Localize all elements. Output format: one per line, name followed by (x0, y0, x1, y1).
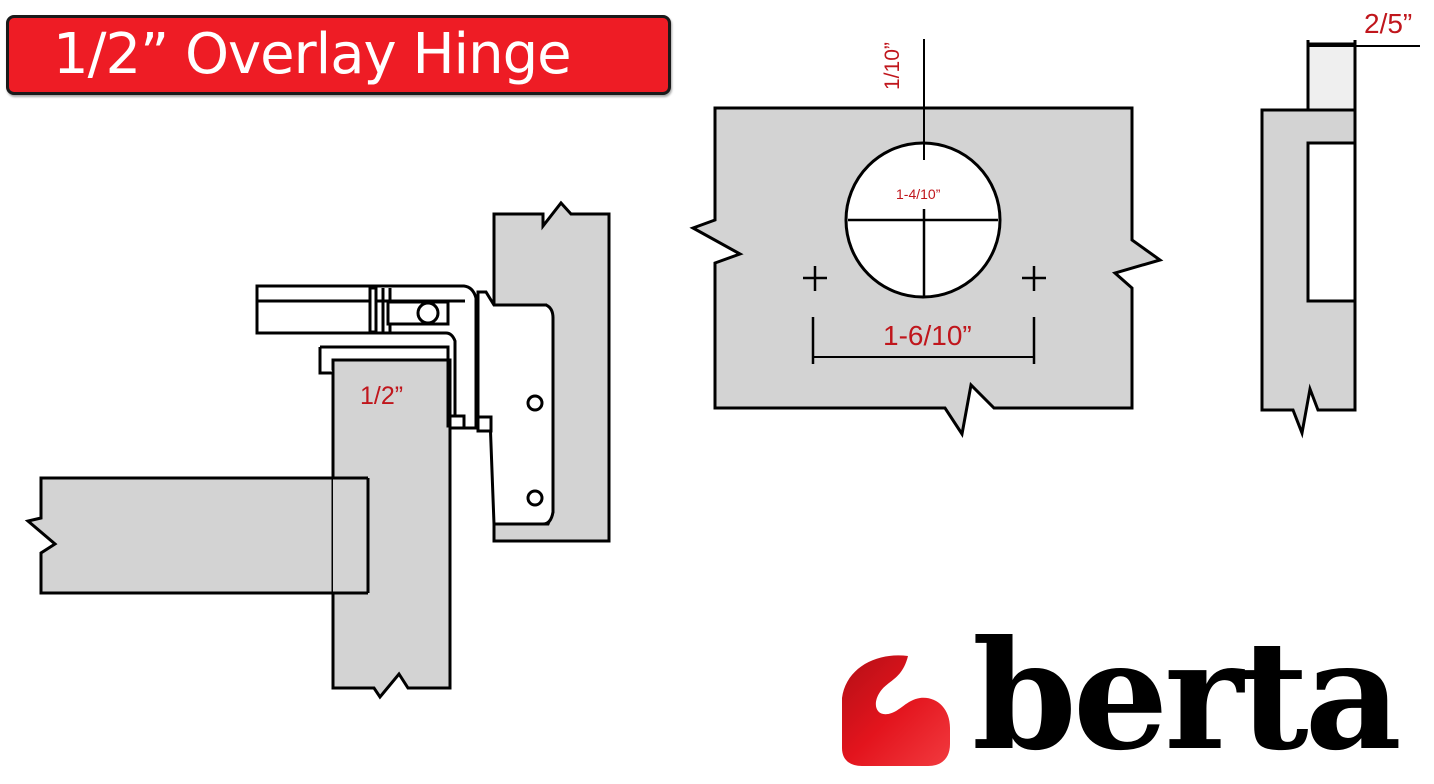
screw-spacing-label: 1-6/10” (883, 320, 972, 351)
berta-mark-icon (842, 655, 950, 766)
overlay-dimension-label: 1/2” (360, 382, 403, 410)
cabinet-panel-horizontal (24, 476, 370, 595)
title-text: 1/2” Overlay Hinge (53, 22, 572, 87)
hinge-cup-profile (1306, 42, 1357, 112)
depth-label: 2/5” (1364, 8, 1412, 39)
edge-distance-label: 1/10” (881, 42, 904, 90)
brand-name: berta (972, 608, 1402, 784)
cup-diameter-label: 1-4/10” (896, 186, 941, 202)
hinge-arm (255, 284, 555, 526)
brand-logo: berta (836, 616, 1426, 776)
title-banner: 1/2” Overlay Hinge (6, 15, 671, 95)
mounting-plate (476, 290, 555, 526)
door-panel-vertical (331, 358, 452, 700)
cup-recess (1306, 141, 1357, 303)
